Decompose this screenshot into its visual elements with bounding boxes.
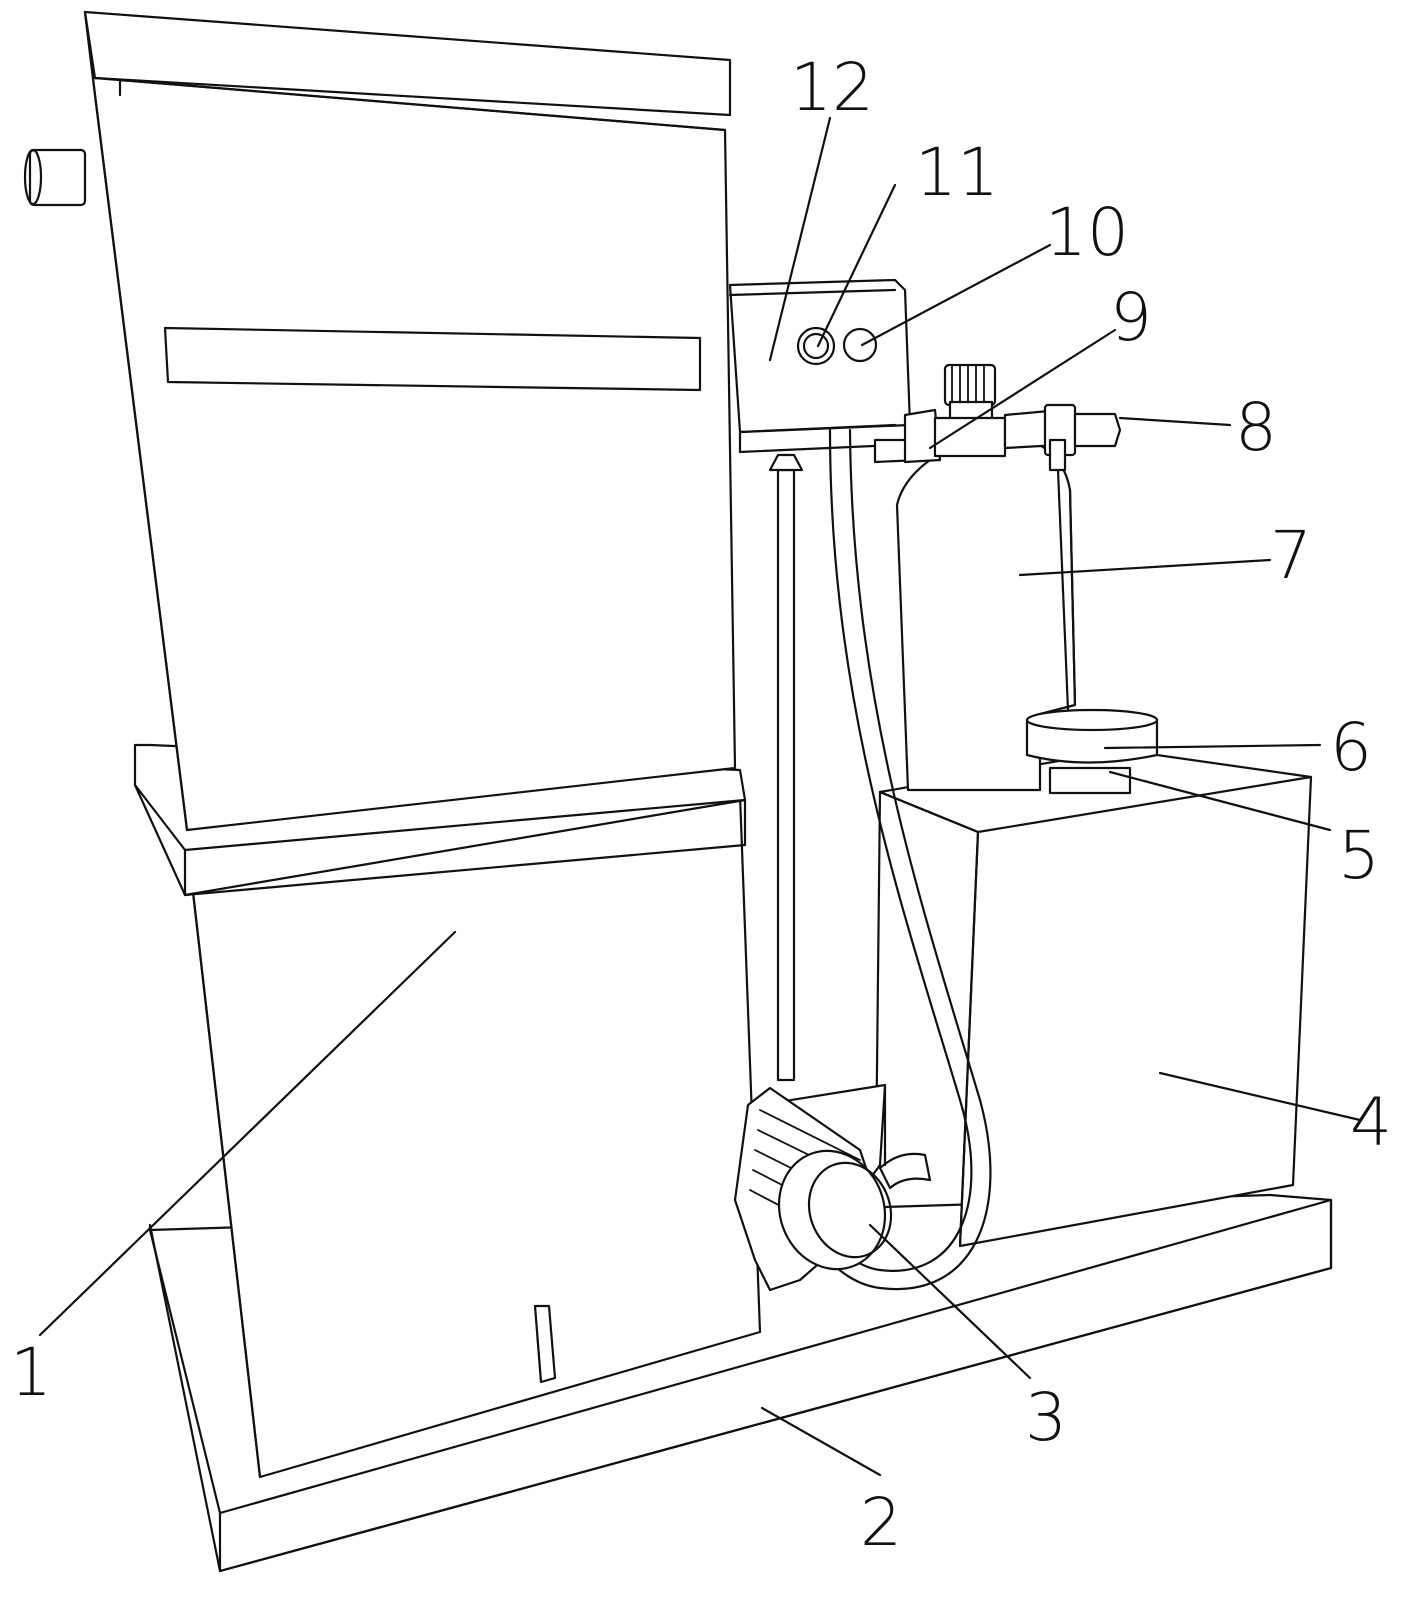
pump <box>733 1083 932 1292</box>
label-6: 6 <box>1330 709 1372 786</box>
label-10: 10 <box>1045 194 1129 271</box>
upper-cabinet <box>23 10 737 832</box>
label-4: 4 <box>1350 1084 1392 1161</box>
control-box <box>728 278 912 454</box>
label-2: 2 <box>860 1484 902 1561</box>
label-11: 11 <box>915 134 999 211</box>
reference-numbers: 1 2 3 4 5 6 7 8 9 10 11 12 <box>10 49 1392 1561</box>
label-8: 8 <box>1235 389 1277 466</box>
dosing-bottle <box>895 443 1077 792</box>
leader-lines <box>38 116 1362 1477</box>
label-3: 3 <box>1025 1379 1067 1456</box>
label-1: 1 <box>10 1334 52 1411</box>
label-7: 7 <box>1270 517 1312 594</box>
label-5: 5 <box>1338 817 1380 894</box>
tank-cap <box>1025 708 1159 795</box>
vertical-pipe <box>768 453 804 1082</box>
label-12: 12 <box>790 49 874 126</box>
label-9: 9 <box>1110 279 1152 356</box>
valve-assembly <box>873 363 1122 472</box>
water-tank <box>874 748 1313 1248</box>
